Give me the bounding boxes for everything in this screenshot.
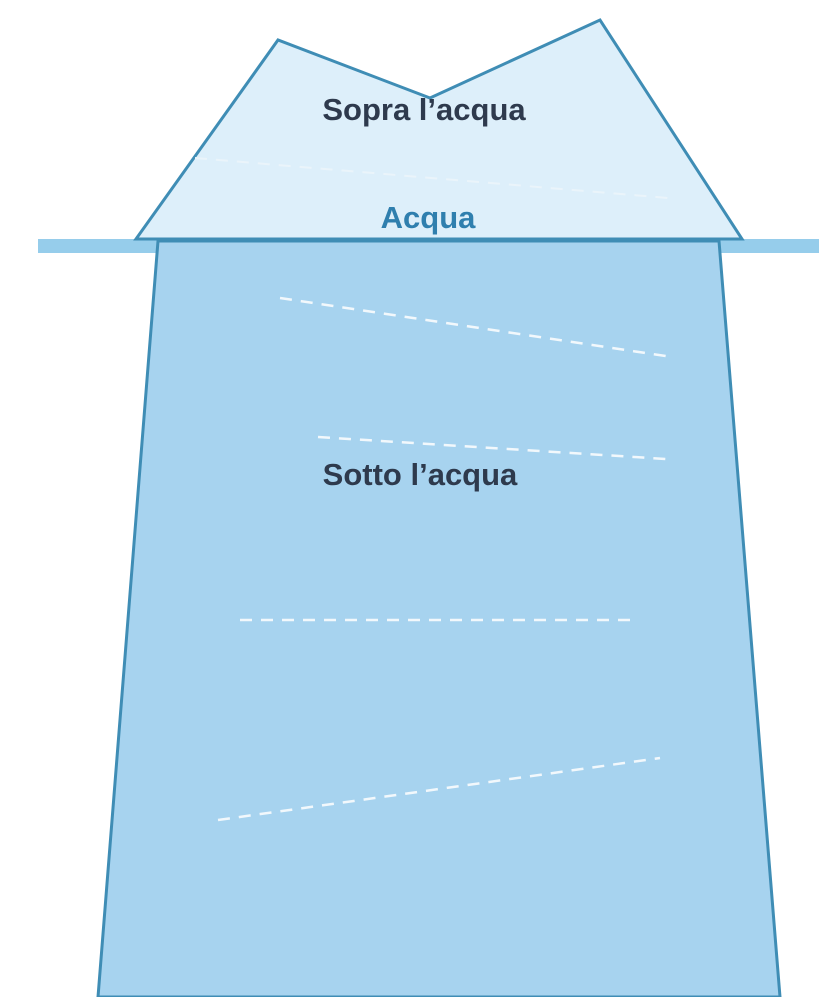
water-label: Acqua <box>381 200 477 235</box>
below-water-label: Sotto l’acqua <box>323 457 518 492</box>
crack-line-4 <box>217 756 661 822</box>
crack-line-2 <box>317 435 667 461</box>
iceberg-above-water <box>133 18 745 241</box>
above-water-label: Sopra l’acqua <box>322 92 526 127</box>
crack-line-above <box>194 157 669 199</box>
crack-line-1 <box>279 296 673 359</box>
